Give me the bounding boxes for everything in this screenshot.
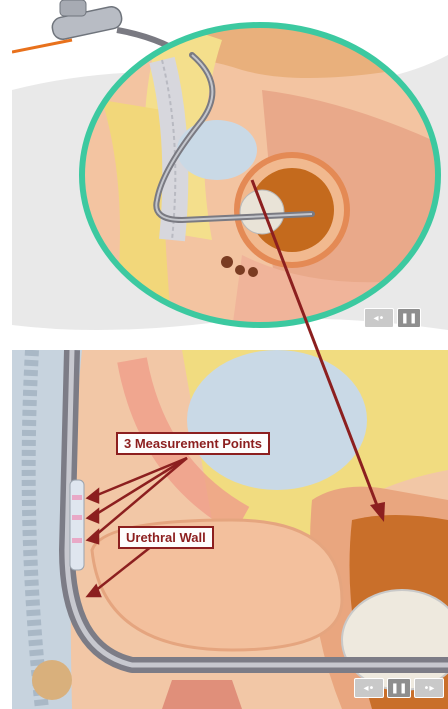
measurement-points-label: 3 Measurement Points: [116, 432, 270, 455]
rewind-button[interactable]: ◂•: [364, 308, 394, 328]
rewind-icon: ◂•: [364, 683, 375, 694]
pause-button[interactable]: ❚❚: [387, 678, 411, 698]
pause-icon: ❚❚: [401, 313, 418, 324]
rewind-button[interactable]: ◂•: [354, 678, 384, 698]
top-playback-controls: ◂• ❚❚: [364, 308, 421, 328]
pause-icon: ❚❚: [391, 683, 408, 694]
pelvic-overview-illustration: [12, 0, 448, 342]
detail-illustration-panel: 3 Measurement Points Urethral Wall ◂• ❚❚…: [12, 350, 448, 709]
forward-icon: •▸: [424, 683, 435, 694]
rewind-icon: ◂•: [374, 313, 385, 324]
urethra-detail-illustration: [12, 350, 448, 709]
pause-button[interactable]: ❚❚: [397, 308, 421, 328]
overview-illustration-panel: ◂• ❚❚: [12, 0, 448, 342]
urethral-wall-label: Urethral Wall: [118, 526, 214, 549]
bottom-playback-controls: ◂• ❚❚ •▸: [354, 678, 444, 698]
forward-button[interactable]: •▸: [414, 678, 444, 698]
